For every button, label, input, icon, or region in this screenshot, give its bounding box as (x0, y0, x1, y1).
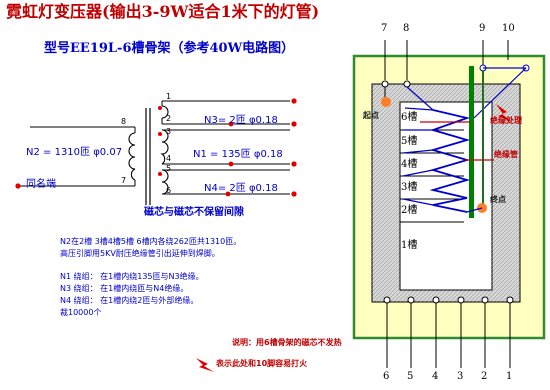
footer-explain: 说明：用6槽骨架的磁芯不发热 (232, 338, 342, 347)
pin-3-bottom: 3 (457, 371, 464, 382)
note-line-4: N3 绕组： 在1槽内绕匝与N4绝缘。 (60, 284, 189, 293)
end-point-label: 终点 (490, 195, 506, 204)
terminal-7: 7 (121, 176, 127, 185)
n1-winding-label: N1 = 135匝 φ0.18 (193, 149, 283, 160)
n4-winding-label: N4= 2匝 φ0.18 (204, 183, 278, 194)
page-title: 霓虹灯变压器(输出3-9W适合1米下的灯管) (6, 2, 320, 21)
start-point-label: 起点 (363, 111, 379, 120)
note-line-2: 高压引脚用5KV耐压绝缘管引出延伸到焊脚。 (60, 249, 220, 258)
terminal-2: 2 (166, 114, 172, 123)
slot-5-label: 5槽 (401, 136, 418, 147)
primary-dot-marker (15, 183, 21, 189)
note-line-3: N1 绕组： 在1槽内绕135匝与N3绝缘。 (60, 272, 204, 281)
slot-6-label: 6槽 (401, 112, 418, 123)
n3-winding-label: N3= 2匝 φ0.18 (204, 115, 278, 126)
footer-warning: 表示此处和10脚容易打火 (216, 359, 308, 368)
insulation-tube (469, 66, 474, 218)
spark-icon (496, 104, 512, 122)
core-gap-label: 磁芯与磁芯不保留间隙 (144, 207, 244, 218)
terminal-6: 6 (166, 186, 172, 195)
pin-4-bottom: 4 (432, 371, 439, 382)
pin-8-top: 8 (403, 23, 410, 34)
note-line-5: N4 绕组： 在1槽内绕2匝与外部绝缘。 (60, 296, 199, 305)
insulation-label: 绝缘处理 (490, 116, 522, 125)
terminal-4: 4 (166, 154, 172, 163)
pin-5-bottom: 5 (407, 371, 414, 382)
model-subtitle: 型号EE19L-6槽骨架（参考40W电路图） (44, 41, 295, 56)
tube-label: 绝缘管 (494, 150, 518, 159)
pin-10-top: 10 (502, 23, 515, 34)
start-lead (406, 86, 434, 111)
terminal-5: 5 (166, 164, 172, 173)
primary-winding-label: N2 = 1310匝 φ0.07 (26, 147, 123, 158)
bottom-pins (383, 296, 514, 368)
dot-markers (158, 98, 297, 197)
note-line-6: 裁10000个 (60, 308, 102, 317)
n1-winding (160, 129, 290, 165)
primary-winding (16, 126, 136, 187)
slot-4-label: 4槽 (401, 159, 418, 170)
pin-2-bottom: 2 (481, 371, 488, 382)
dot-terminal-label: 同名端 (26, 179, 56, 190)
note-line-1: N2在2槽 3槽4槽5槽 6槽内各绕262匝共1310匝。 (60, 237, 242, 246)
warning-spark-icon (196, 358, 214, 372)
terminal-8: 8 (121, 117, 127, 126)
terminal-1: 1 (166, 92, 172, 101)
pin-9-top: 9 (479, 23, 486, 34)
slot-3-label: 3槽 (401, 182, 418, 193)
terminal-3: 3 (166, 127, 172, 136)
winding-zigzag (429, 109, 471, 213)
pin-6-bottom: 6 (383, 371, 390, 382)
start-point-dot (381, 97, 391, 107)
top-pins (381, 40, 530, 88)
pin-1-bottom: 1 (506, 371, 513, 382)
slot-2-label: 2槽 (401, 205, 418, 216)
n3-winding (161, 100, 290, 125)
pin-7-top: 7 (381, 23, 388, 34)
slot-1-label: 1槽 (401, 240, 418, 251)
